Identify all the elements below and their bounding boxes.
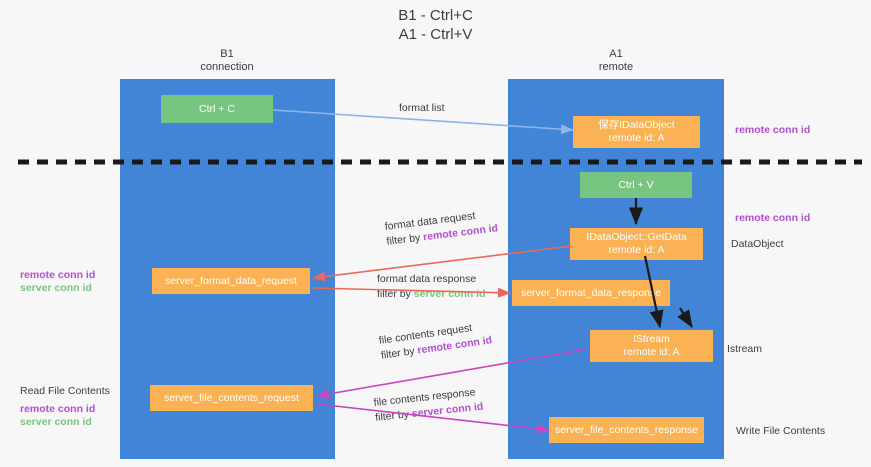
flow-label-format-list: format list	[399, 102, 445, 114]
annotation-right-dataobject: DataObject	[731, 238, 784, 250]
arrow-file-contents-request	[316, 348, 589, 399]
arrow-format-list	[272, 109, 574, 135]
arrow-format-data-request	[312, 245, 572, 282]
arrow-getdata-to-istream	[643, 255, 664, 329]
flow-label-format-data-response-line1: format data response	[377, 273, 477, 285]
annotation-left-server-conn-id: server conn id	[20, 282, 92, 294]
arrow-format-response-to-istream	[677, 307, 693, 328]
node-ctrl-v[interactable]: Ctrl + V	[580, 172, 692, 198]
arrow-file-contents-response	[316, 403, 550, 434]
node-server-file-contents-request[interactable]: server_file_contents_request	[150, 385, 313, 411]
page-title: B1 - Ctrl+C A1 - Ctrl+V	[398, 7, 473, 43]
annotation-right-istream: Istream	[727, 343, 763, 355]
node-ctrl-c[interactable]: Ctrl + C	[161, 95, 273, 123]
annotation-left-server-conn-id-2: server conn id	[20, 416, 92, 428]
arrow-format-data-response	[312, 287, 511, 298]
node-server-format-data-request[interactable]: server_format_data_request	[152, 268, 310, 294]
lane-header-a1: A1 remote	[598, 48, 634, 73]
annotation-right-write-file-contents: Write File Contents	[736, 425, 826, 437]
node-save-idataobject[interactable]: 保存IDataObject remote id: A	[573, 116, 700, 148]
annotation-left-remote-conn-id-2: remote conn id	[20, 403, 96, 415]
annotation-left-remote-conn-id: remote conn id	[20, 269, 96, 281]
node-server-file-contents-response[interactable]: server_file_contents_response	[549, 417, 704, 443]
lane-header-b1: B1 connection	[200, 48, 254, 73]
annotation-right-remote-conn-id-top: remote conn id	[735, 124, 811, 136]
node-idataobject-getdata[interactable]: IDataObject::GetData remote id: A	[570, 228, 703, 260]
annotation-right-remote-conn-id-mid: remote conn id	[735, 212, 811, 224]
annotation-left-read-file-contents: Read File Contents	[20, 385, 110, 397]
node-istream[interactable]: IStream remote id: A	[590, 330, 713, 362]
node-server-format-data-response[interactable]: server_format_data_response	[512, 280, 670, 306]
